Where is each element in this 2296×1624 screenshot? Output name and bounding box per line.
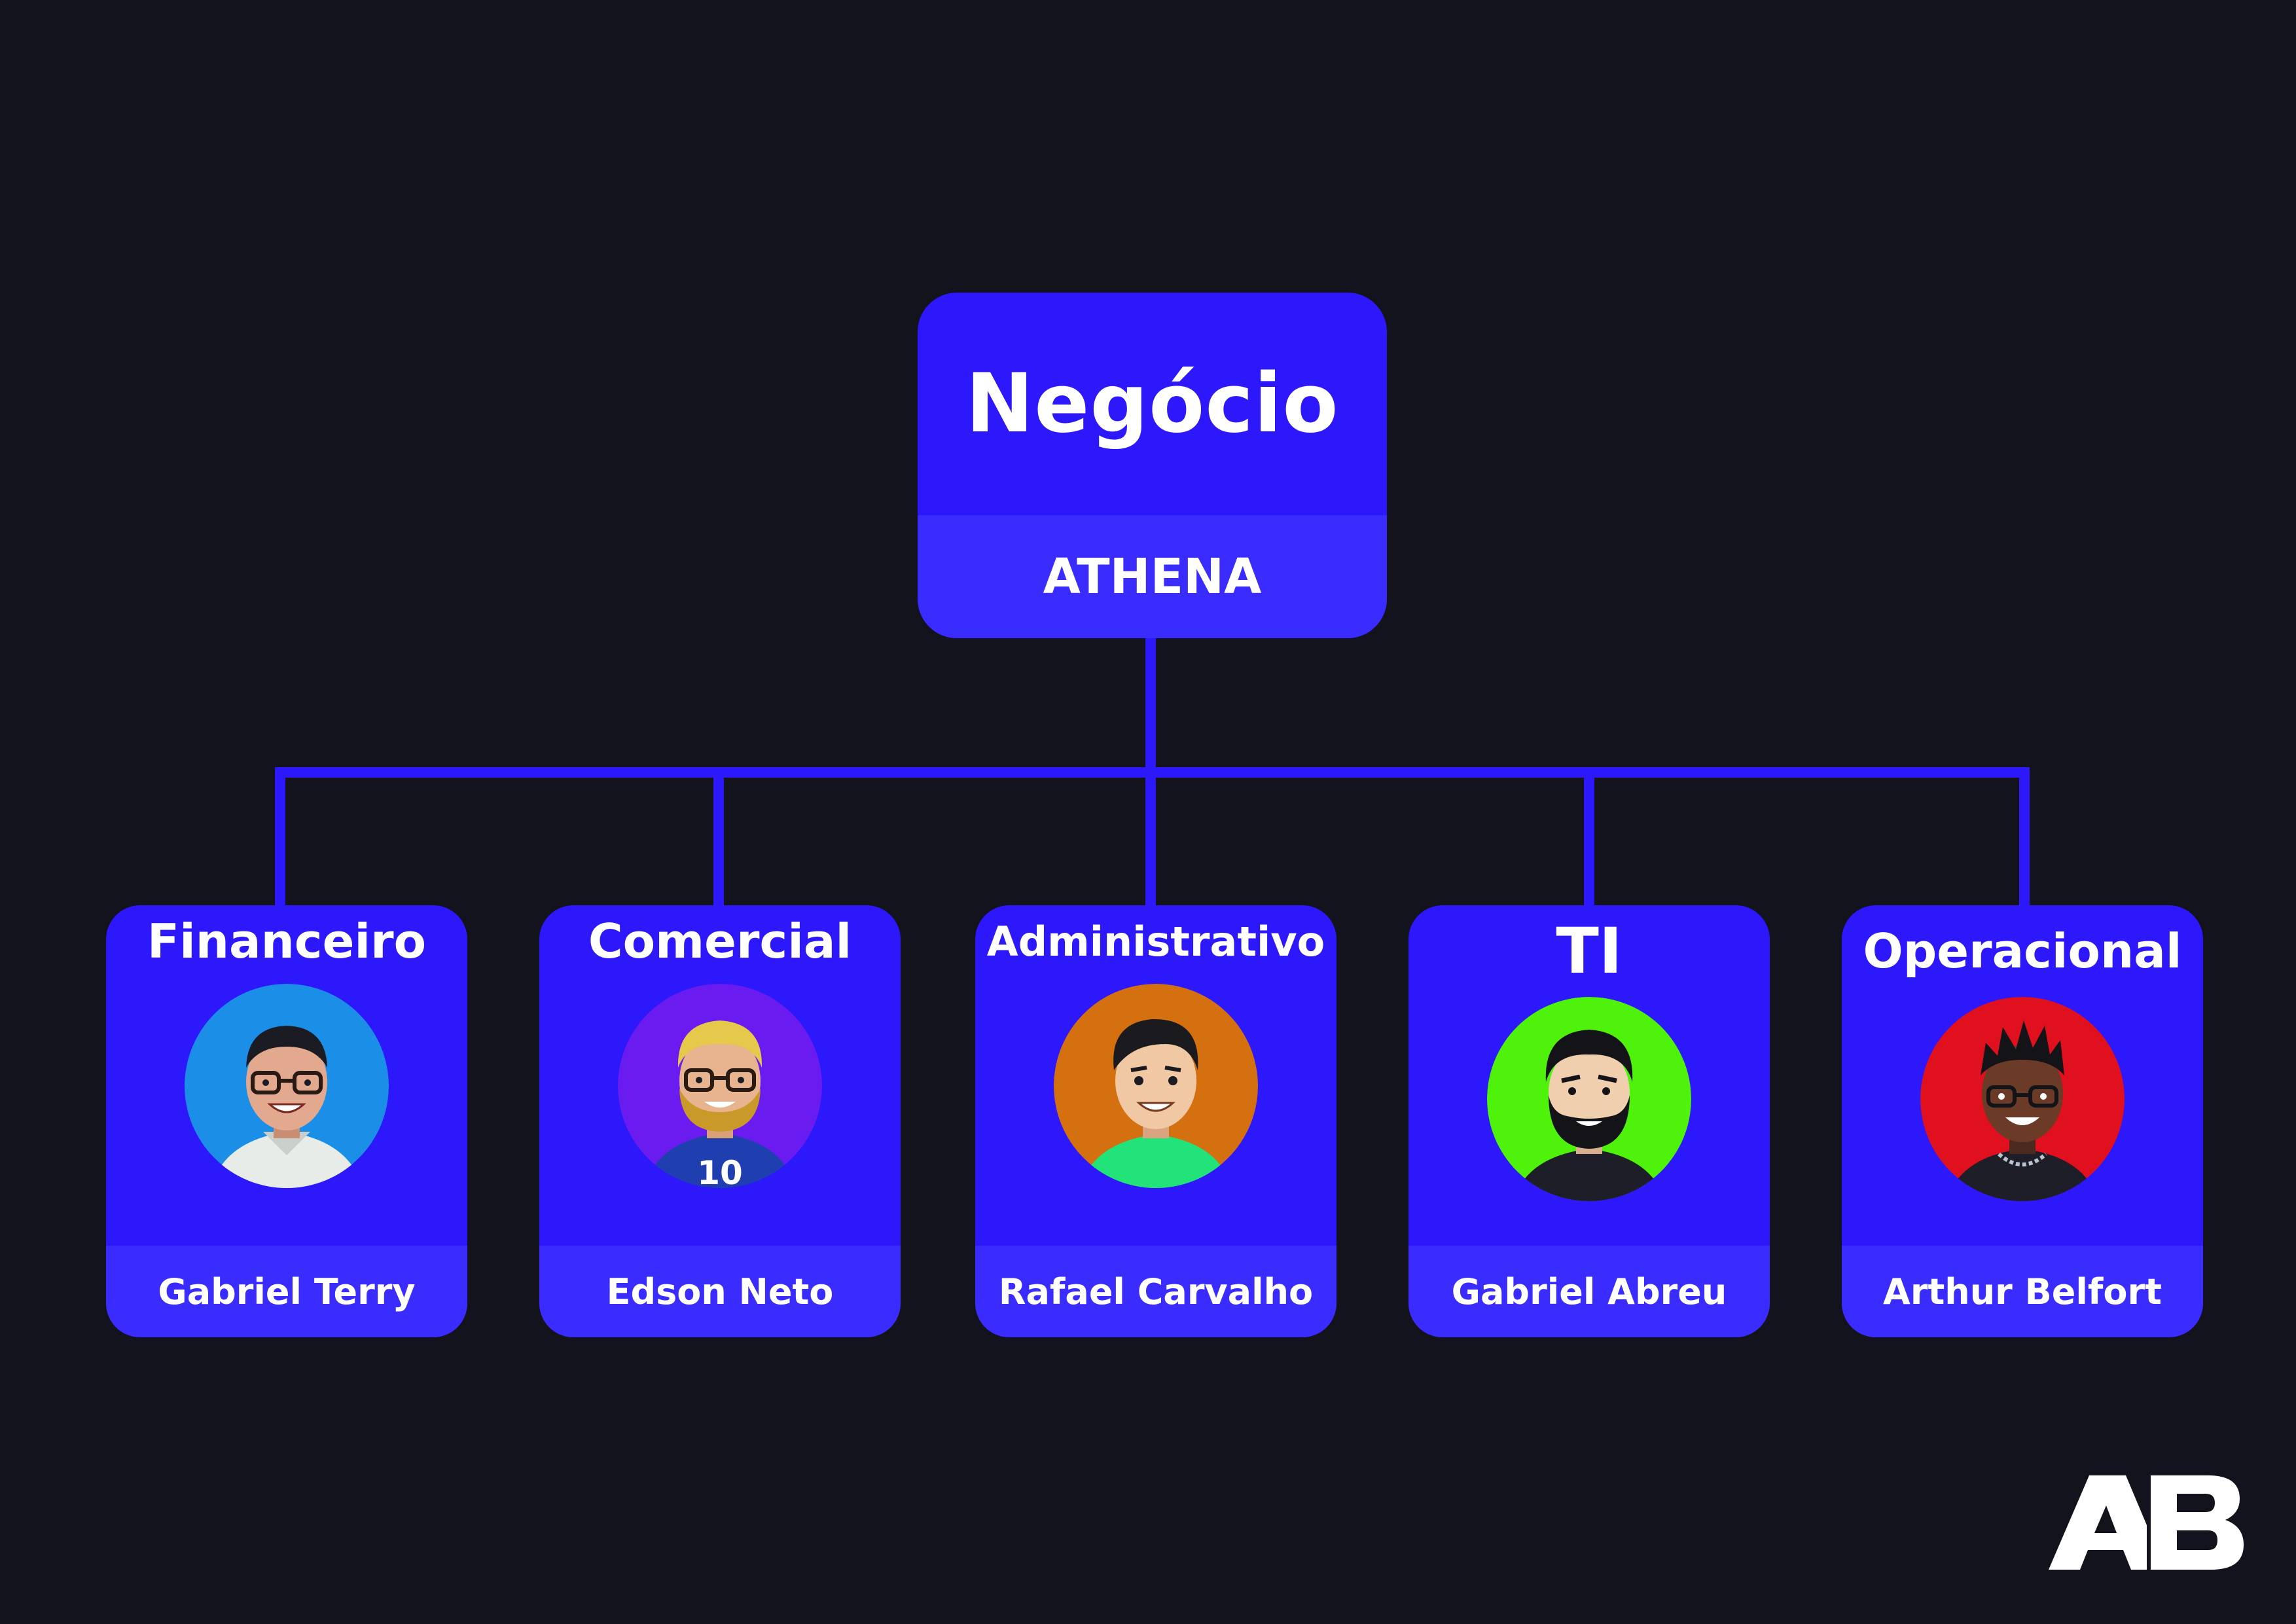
dept-card-operacional: Operacional Arthur Belfort	[1842, 905, 2203, 1337]
dept-card-financeiro: Financeiro Gabriel Terry	[106, 905, 467, 1337]
dept-member-name: Gabriel Terry	[106, 1246, 467, 1337]
logo-ab-icon	[2049, 1475, 2244, 1570]
root-node-title: Negócio	[965, 357, 1339, 451]
avatar-spiky-hair-icon	[1920, 997, 2125, 1201]
dept-title: Operacional	[1863, 924, 2182, 979]
dept-title: Comercial	[588, 914, 852, 969]
avatar-blond-glasses-icon: 10	[618, 984, 822, 1188]
dept-member-name: Edson Neto	[539, 1246, 901, 1337]
root-node-subtitle: ATHENA	[918, 515, 1387, 638]
dept-card-ti: TI Gabriel Abreu	[1408, 905, 1770, 1337]
root-node-card: Negócio ATHENA	[918, 293, 1387, 638]
dept-title: Financeiro	[147, 914, 427, 969]
dept-title: Administrativo	[986, 917, 1325, 965]
dept-member-name: Rafael Carvalho	[975, 1246, 1336, 1337]
dept-card-comercial: Comercial 10 Edson Neto	[539, 905, 901, 1337]
avatar-bearded-icon	[1487, 997, 1691, 1201]
avatar-smiling-icon	[1054, 984, 1258, 1188]
svg-text:10: 10	[697, 1154, 743, 1188]
dept-card-administrativo: Administrativo Rafael Carvalho	[975, 905, 1336, 1337]
dept-title: TI	[1556, 914, 1623, 988]
dept-member-name: Arthur Belfort	[1842, 1246, 2203, 1337]
avatar-glasses-icon	[185, 984, 389, 1188]
dept-member-name: Gabriel Abreu	[1408, 1246, 1770, 1337]
